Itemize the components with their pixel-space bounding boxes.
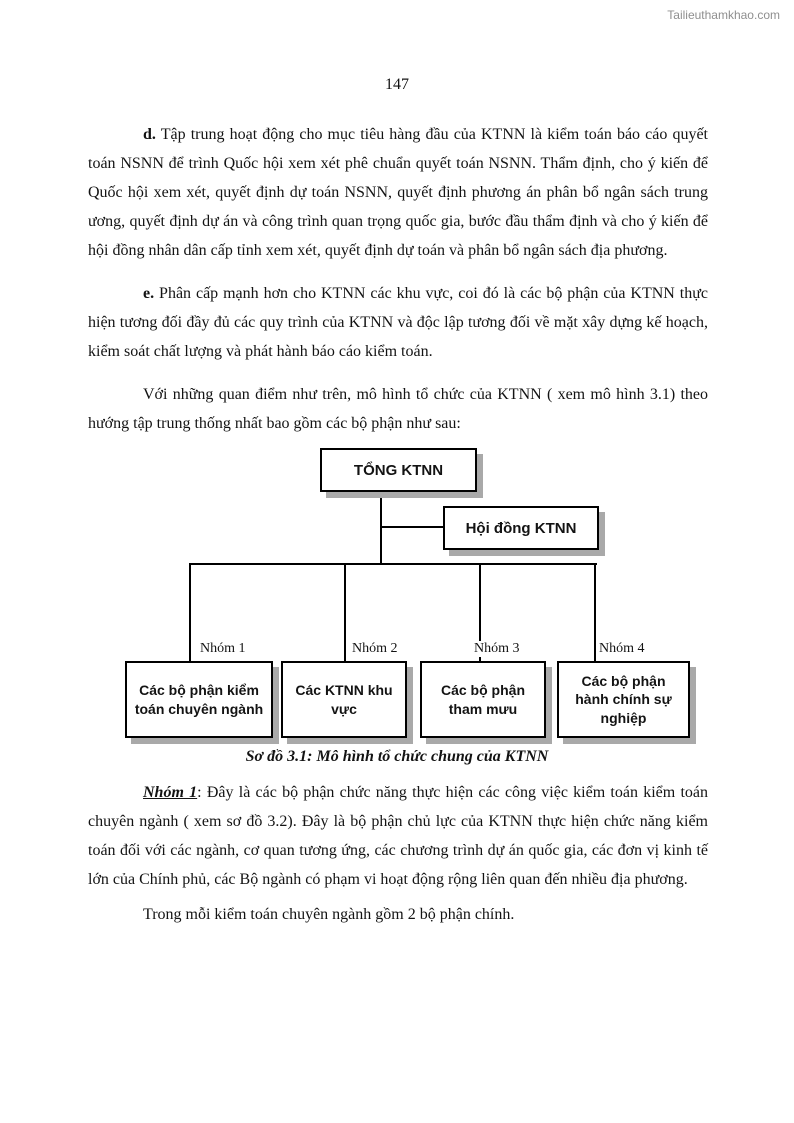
paragraph-d: d. Tập trung hoạt động cho mục tiêu hàng… xyxy=(88,120,708,265)
paragraph-e: e. Phân cấp mạnh hơn cho KTNN các khu vự… xyxy=(88,279,708,366)
group-label-1: Nhóm 1 xyxy=(198,641,248,657)
paragraph-e-text: Phân cấp mạnh hơn cho KTNN các khu vực, … xyxy=(88,285,709,360)
group-label-2: Nhóm 2 xyxy=(350,641,400,657)
org-box-group-2: Các KTNN khu vực xyxy=(281,661,407,738)
group1-inline-label: Nhóm 1 xyxy=(143,784,198,801)
connector-drop-3 xyxy=(479,563,481,661)
group1-text: : Đây là các bộ phận chức năng thực hiện… xyxy=(88,784,708,888)
paragraph-d-label: d. xyxy=(143,126,156,143)
paragraph-d-text: Tập trung hoạt động cho mục tiêu hàng đầ… xyxy=(88,126,708,259)
paragraph-closing: Trong mỗi kiểm toán chuyên ngành gồm 2 b… xyxy=(88,900,708,929)
watermark: Tailieuthamkhao.com xyxy=(667,8,780,22)
connector-council-line xyxy=(381,526,443,528)
connector-horizontal-bar xyxy=(189,563,597,565)
org-box-group-1: Các bộ phận kiểm toán chuyên ngành xyxy=(125,661,273,738)
group-label-3: Nhóm 3 xyxy=(472,641,522,657)
diagram-caption: Sơ đồ 3.1: Mô hình tổ chức chung của KTN… xyxy=(245,748,549,765)
page-content-lower: Nhóm 1: Đây là các bộ phận chức năng thự… xyxy=(88,778,708,929)
page-content: d. Tập trung hoạt động cho mục tiêu hàng… xyxy=(88,120,708,438)
paragraph-intro-text: Với những quan điểm như trên, mô hình tổ… xyxy=(88,386,708,432)
paragraph-group1: Nhóm 1: Đây là các bộ phận chức năng thự… xyxy=(88,778,708,894)
org-box-hoi-dong-ktnn: Hội đồng KTNN xyxy=(443,506,599,550)
paragraph-e-label: e. xyxy=(143,285,155,302)
connector-drop-2 xyxy=(344,563,346,661)
org-box-tong-ktnn: TỔNG KTNN xyxy=(320,448,477,492)
connector-drop-4 xyxy=(594,563,596,661)
connector-drop-1 xyxy=(189,563,191,661)
page-number: 147 xyxy=(385,76,409,93)
org-box-group-4: Các bộ phận hành chính sự nghiệp xyxy=(557,661,690,738)
org-chart: TỔNG KTNN Hội đồng KTNN Nhóm 1 Nhóm 2 Nh… xyxy=(0,446,794,738)
closing-text: Trong mỗi kiểm toán chuyên ngành gồm 2 b… xyxy=(143,906,515,923)
paragraph-intro: Với những quan điểm như trên, mô hình tổ… xyxy=(88,380,708,438)
org-box-group-3: Các bộ phận tham mưu xyxy=(420,661,546,738)
connector-root-spine xyxy=(380,492,382,564)
group-label-4: Nhóm 4 xyxy=(597,641,647,657)
